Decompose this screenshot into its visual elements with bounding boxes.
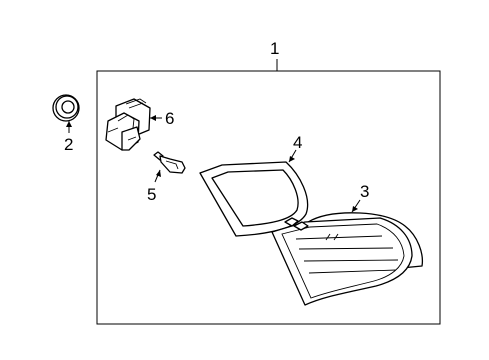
callout-4: 4 [288, 133, 302, 163]
callout-5: 5 [147, 169, 161, 204]
tail-lamp-icon [271, 212, 424, 306]
bulb-icon [153, 151, 186, 174]
callout-4-label: 4 [293, 133, 302, 152]
assembly-box [96, 70, 441, 325]
callout-5-label: 5 [147, 185, 156, 204]
callout-3: 3 [351, 182, 369, 213]
grommet-icon [52, 94, 80, 122]
callout-1: 1 [270, 39, 279, 71]
callout-3-label: 3 [360, 182, 369, 201]
callout-6: 6 [150, 109, 174, 128]
callout-2-label: 2 [64, 135, 73, 154]
callout-1-label: 1 [270, 39, 279, 58]
callout-6-label: 6 [165, 109, 174, 128]
lamp-gasket-icon [199, 161, 309, 237]
bulb-socket-icon [105, 98, 151, 151]
callout-2: 2 [64, 121, 73, 154]
